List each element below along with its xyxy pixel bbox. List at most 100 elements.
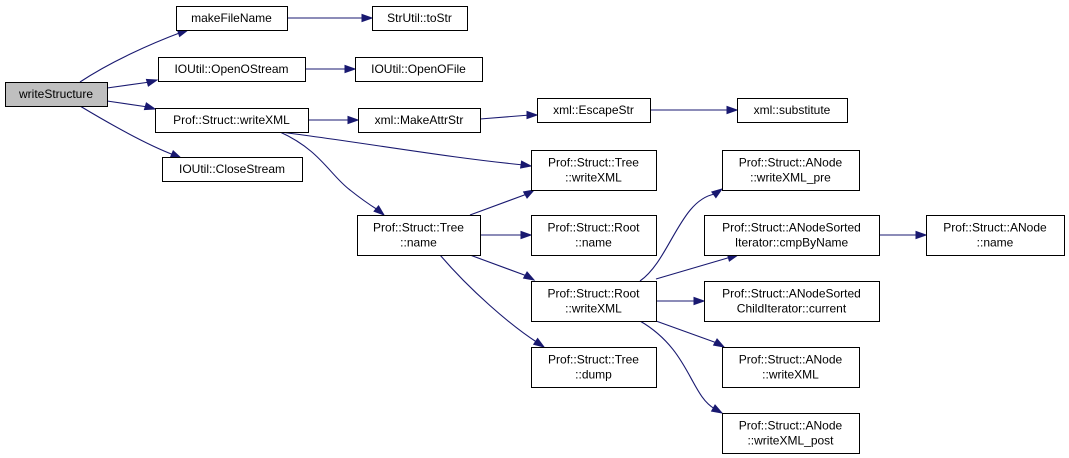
node-xml-makeattrstr[interactable]: xml::MakeAttrStr — [358, 108, 481, 133]
edge-Root_writeXML-to-ANode_writeXML_pre — [639, 188, 724, 282]
edge-line — [639, 193, 716, 282]
node-label: xml::EscapeStr — [553, 103, 634, 117]
node-box — [704, 281, 880, 322]
node-label: Prof::Struct::writeXML — [173, 113, 290, 127]
node-box — [531, 281, 657, 322]
edge-xml_MakeAttrStr-to-xml_EscapeStr — [479, 110, 539, 120]
arrowhead-icon — [169, 149, 183, 159]
node-box — [372, 6, 468, 31]
node-prof-struct-writexml[interactable]: Prof::Struct::writeXML — [155, 108, 309, 133]
node-anode-writexml-post[interactable]: Prof::Struct::ANode::writeXML_post — [722, 413, 860, 454]
node-box — [704, 215, 880, 256]
node-tree-name[interactable]: Prof::Struct::Tree::name — [357, 215, 481, 256]
edge-line — [655, 320, 718, 344]
node-label: Prof::Struct::Tree — [548, 156, 639, 170]
arrowhead-icon — [143, 102, 157, 111]
node-label: ::writeXML — [565, 302, 622, 316]
node-anode-writexml-pre[interactable]: Prof::Struct::ANode::writeXML_pre — [722, 150, 860, 191]
edge-line — [106, 100, 149, 108]
edge-Prof_Struct_writeXML-to-Tree_writeXML — [279, 131, 533, 169]
node-strutil-tostr[interactable]: StrUtil::toStr — [372, 6, 468, 31]
node-anode-name[interactable]: Prof::Struct::ANode::name — [926, 215, 1065, 256]
node-tree-dump[interactable]: Prof::Struct::Tree::dump — [531, 347, 657, 388]
node-anodesortedchilditerator-current[interactable]: Prof::Struct::ANodeSortedChildIterator::… — [704, 281, 880, 322]
node-label: ::writeXML_pre — [750, 171, 831, 185]
node-box — [155, 108, 309, 133]
node-root-writexml[interactable]: Prof::Struct::Root::writeXML — [531, 281, 657, 322]
arrowhead-icon — [373, 205, 386, 216]
node-label: Prof::Struct::Root — [547, 287, 640, 301]
node-label: Prof::Struct::ANodeSorted — [722, 287, 861, 301]
node-label: ChildIterator::current — [737, 302, 847, 316]
arrowhead-icon — [711, 188, 724, 199]
node-root-name[interactable]: Prof::Struct::Root::name — [531, 215, 657, 256]
arrowhead-icon — [520, 230, 533, 240]
edge-writeStructure-to-IOUtil_OpenOStream — [106, 78, 159, 89]
edge-line — [279, 131, 525, 166]
node-label: ::writeXML — [565, 171, 622, 185]
node-ioutil-closestream[interactable]: IOUtil::CloseStream — [162, 157, 303, 182]
node-label: ::dump — [575, 368, 612, 382]
node-box — [722, 150, 860, 191]
node-anode-writexml[interactable]: Prof::Struct::ANode::writeXML — [722, 347, 860, 388]
node-ioutil-openostream[interactable]: IOUtil::OpenOStream — [158, 57, 306, 82]
edge-line — [479, 114, 531, 120]
node-label: Prof::Struct::Tree — [373, 221, 464, 235]
node-box — [5, 82, 108, 107]
node-box — [722, 413, 860, 454]
node-writestructure[interactable]: writeStructure — [5, 82, 108, 107]
node-label: Prof::Struct::Tree — [548, 353, 639, 367]
nodes-layer: writeStructure makeFileName StrUtil::toStr… — [5, 6, 1065, 454]
edge-Root_writeXML-to-ANodeSortedChildIterator_current — [656, 296, 706, 306]
node-tree-writexml[interactable]: Prof::Struct::Tree::writeXML — [531, 150, 657, 191]
node-box — [531, 150, 657, 191]
node-label: makeFileName — [191, 11, 272, 25]
edge-line — [79, 31, 183, 83]
edge-Tree_name-to-Root_writeXML — [469, 254, 536, 281]
edge-writeStructure-to-Prof_Struct_writeXML — [106, 100, 157, 111]
node-box — [531, 215, 657, 256]
node-label: xml::MakeAttrStr — [375, 113, 464, 127]
node-label: ::writeXML — [762, 368, 819, 382]
edge-ANodeSortedIterator_cmpByName-to-ANode_name — [879, 230, 928, 240]
node-box — [358, 108, 481, 133]
node-label: Iterator::cmpByName — [735, 236, 849, 250]
edge-line — [279, 131, 379, 211]
edge-line — [79, 105, 175, 156]
edge-line — [106, 81, 151, 89]
edge-line — [639, 320, 716, 410]
node-makefilename[interactable]: makeFileName — [176, 6, 288, 31]
arrowhead-icon — [532, 337, 546, 348]
node-anodesortediterator-cmpbyname[interactable]: Prof::Struct::ANodeSortedIterator::cmpBy… — [704, 215, 880, 256]
arrowhead-icon — [693, 296, 706, 306]
arrowhead-icon — [522, 189, 536, 199]
edge-Tree_name-to-Tree_writeXML — [469, 189, 536, 216]
arrowhead-icon — [344, 64, 357, 74]
node-xml-substitute[interactable]: xml::substitute — [737, 98, 848, 123]
arrowhead-icon — [520, 160, 533, 169]
node-label: Prof::Struct::ANode — [739, 353, 843, 367]
arrowhead-icon — [726, 105, 739, 115]
node-xml-escapestr[interactable]: xml::EscapeStr — [537, 98, 651, 123]
node-ioutil-openofile[interactable]: IOUtil::OpenOFile — [355, 57, 483, 82]
arrowhead-icon — [145, 78, 159, 87]
node-label: Prof::Struct::ANode — [943, 221, 1047, 235]
node-box — [162, 157, 303, 182]
node-box — [176, 6, 288, 31]
node-box — [722, 347, 860, 388]
edge-Prof_Struct_writeXML-to-xml_MakeAttrStr — [308, 115, 360, 125]
node-box — [537, 98, 651, 123]
node-label: ::name — [575, 236, 612, 250]
node-label: Prof::Struct::ANodeSorted — [722, 221, 861, 235]
edge-Tree_name-to-Tree_dump — [439, 254, 546, 348]
edge-Tree_name-to-Root_name — [480, 230, 533, 240]
node-label: Prof::Struct::ANode — [739, 156, 843, 170]
node-box — [737, 98, 848, 123]
edge-line — [655, 256, 732, 280]
edge-line — [469, 254, 528, 277]
node-box — [357, 215, 481, 256]
node-box — [531, 347, 657, 388]
edge-IOUtil_OpenOStream-to-IOUtil_OpenOFile — [305, 64, 357, 74]
arrowhead-icon — [522, 271, 536, 281]
node-label: StrUtil::toStr — [387, 11, 452, 25]
